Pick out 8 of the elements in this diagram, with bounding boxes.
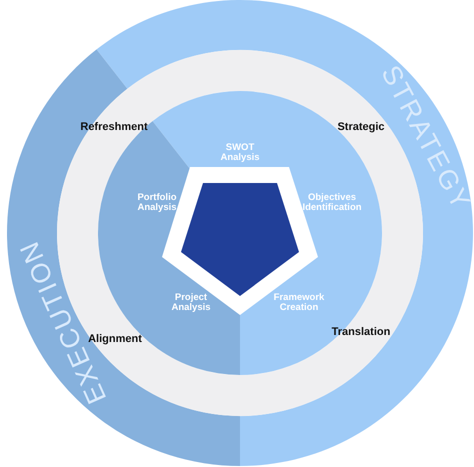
stage-label: Translation [332, 327, 390, 339]
stage-label: Refreshment [80, 122, 148, 134]
step-label: Objectives Identification [301, 193, 363, 213]
step-label: Project Analysis [170, 293, 212, 313]
step-label: SWOT Analysis [219, 143, 261, 163]
step-label: Portfolio Analysis [136, 193, 178, 213]
stage-label: Strategic [337, 122, 385, 134]
step-label: Framework Creation [272, 293, 326, 313]
